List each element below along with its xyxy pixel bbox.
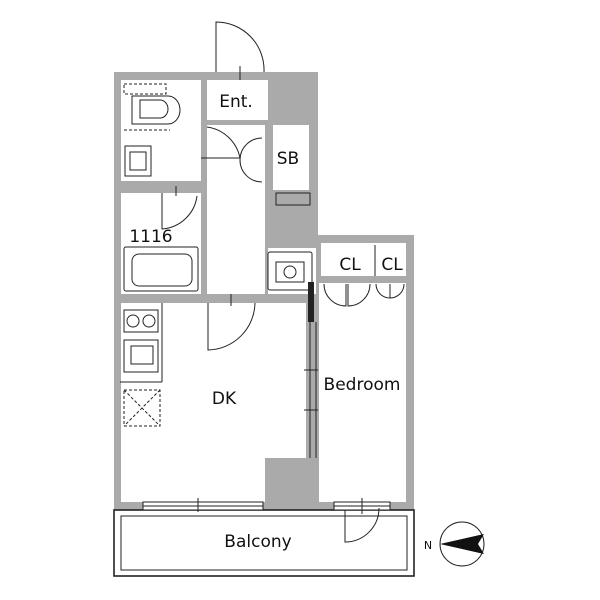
- toilet-icon: [123, 83, 181, 131]
- balcony-door: [344, 507, 380, 543]
- room-label-closet-2: CL: [381, 255, 403, 275]
- stove-icon: [123, 309, 159, 333]
- room-label-shoe-box: SB: [277, 149, 299, 169]
- room-label-bedroom: Bedroom: [324, 375, 401, 395]
- bath-door: [161, 193, 198, 230]
- room-label-balcony: Balcony: [224, 532, 291, 552]
- compass-north-label: N: [424, 539, 432, 552]
- room-label-bath: 1116: [129, 227, 172, 247]
- room-label-dining-kitchen: DK: [212, 389, 237, 409]
- kitchen-sink-icon: [123, 339, 159, 373]
- washing-machine-pan-icon: [267, 251, 313, 291]
- room-label-entrance: Ent.: [219, 92, 253, 112]
- compass: N: [424, 521, 485, 567]
- room-labels: Ent. SB 1116 CL CL DK Bedroom Balcony: [129, 92, 403, 552]
- entrance-door: [215, 21, 265, 73]
- doors: [161, 21, 405, 543]
- balcony: [113, 509, 415, 577]
- shoe-shelf-icon: [275, 192, 311, 206]
- walls: [114, 72, 414, 510]
- compass-arrow-icon: [440, 534, 484, 554]
- dk-door: [207, 302, 256, 351]
- bathtub-icon: [123, 246, 199, 292]
- wash-basin-icon: [124, 145, 152, 177]
- room-label-closet-1: CL: [339, 255, 361, 275]
- fixtures: [120, 83, 313, 427]
- refrigerator-space-icon: [123, 389, 161, 427]
